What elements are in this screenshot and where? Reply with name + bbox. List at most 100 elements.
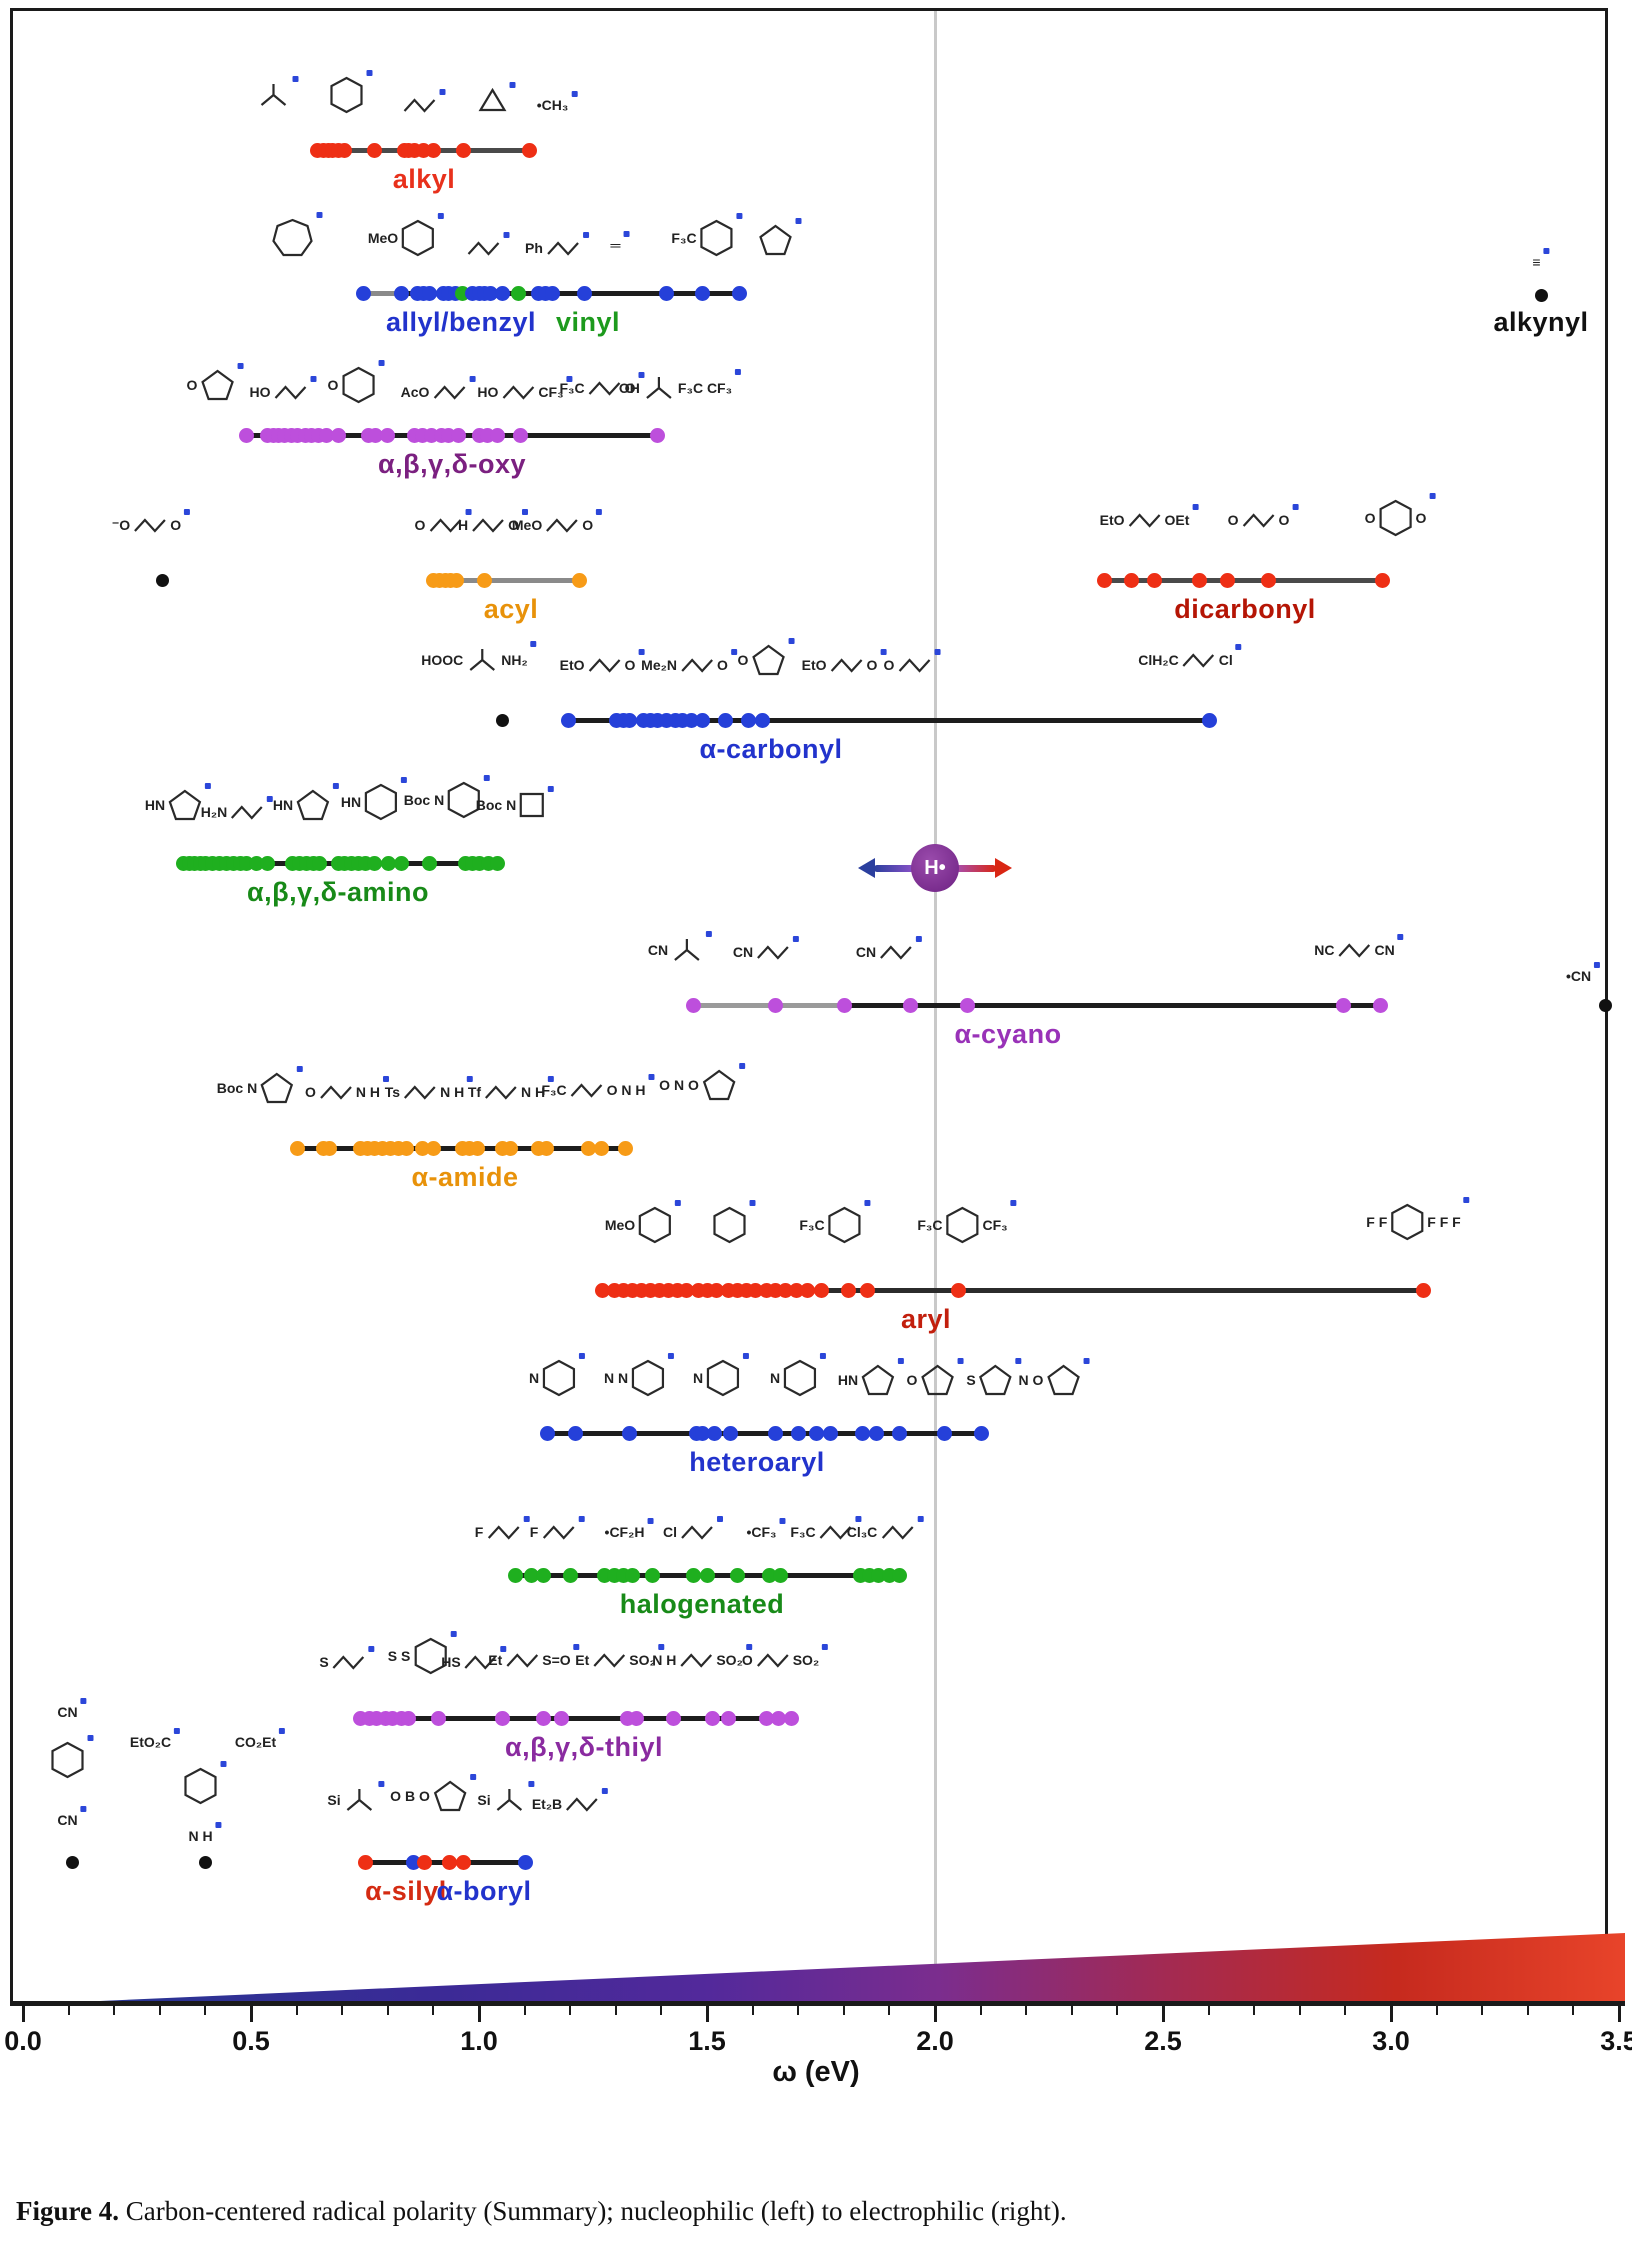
radical-site-icon: [205, 783, 212, 789]
structure-text: N H: [355, 1084, 381, 1100]
oxy-dot: [238, 427, 254, 443]
structure-text: MeO: [511, 517, 543, 533]
radical-site-icon: [80, 1698, 87, 1704]
allyl-benzyl-vinyl-dot: [731, 285, 747, 301]
alpha-amide-dot: [398, 1140, 414, 1156]
alpha-carbonyl-structure: O: [884, 649, 941, 675]
zigzag-glyph-icon: [881, 1525, 914, 1540]
amino-dot: [311, 855, 327, 871]
structure-text: O: [582, 517, 594, 533]
dicyanobenzene-point-dot: [65, 1855, 79, 1869]
frame-left: [10, 8, 13, 2003]
heteroaryl-structure: N O: [1019, 1358, 1090, 1396]
radical-site-icon: [1192, 504, 1199, 510]
structure-text: S: [319, 1654, 329, 1670]
branch-glyph-icon: [346, 1789, 373, 1811]
structure-text: HOOC: [421, 652, 464, 668]
x-minor-tick: [1344, 2006, 1346, 2015]
alpha-amide-dot: [580, 1140, 596, 1156]
structure-text: EtO: [1099, 512, 1125, 528]
acyl-structure: MeO O: [511, 509, 603, 535]
zigzag-glyph-icon: [274, 385, 307, 400]
x-tick-label: 0.5: [232, 2026, 270, 2056]
radical-site-icon: [573, 1644, 580, 1650]
structure-text: O N O: [659, 1077, 699, 1093]
structure-text: F: [529, 1524, 539, 1540]
radical-site-icon: [503, 232, 510, 238]
radical-site-icon: [383, 1076, 390, 1082]
zigzag-glyph-icon: [1128, 513, 1161, 528]
structure-text: S: [966, 1372, 976, 1388]
x-minor-tick: [113, 2006, 115, 2015]
halogenated-dot: [535, 1567, 551, 1583]
zigzag-glyph-icon: [464, 1655, 497, 1670]
allyl-benzyl-vinyl-label: allyl/benzyl: [385, 307, 537, 337]
thiyl-dot: [758, 1710, 774, 1726]
alpha-amide-dot: [289, 1140, 305, 1156]
structure-text: Me₂N: [641, 657, 677, 673]
alpha-carbonyl-dot: [740, 712, 756, 728]
alanine-point-dot: [495, 713, 509, 727]
radical-site-icon: [934, 649, 941, 655]
radical-site-icon: [855, 1516, 862, 1522]
heteroaryl-dot: [722, 1425, 738, 1441]
zigzag-glyph-icon: [429, 518, 462, 533]
oxy-dot: [330, 427, 346, 443]
thiyl-dot: [494, 1710, 510, 1726]
oxy-dot: [512, 427, 528, 443]
heteroaryl-label: heteroaryl: [689, 1447, 825, 1477]
structure-text: EtO: [559, 657, 585, 673]
structure-text: H₂N: [200, 804, 228, 820]
structure-text: N H: [652, 1652, 677, 1668]
x-minor-tick: [1436, 2006, 1438, 2015]
allyl-benzyl-vinyl-structure: ═: [611, 231, 630, 253]
ring5-glyph-icon: [861, 1364, 895, 1396]
heteroaryl-line: [547, 1431, 981, 1436]
halogenated-dot: [685, 1567, 701, 1583]
aryl-dot: [813, 1282, 829, 1298]
heteroaryl-structure: HN: [838, 1358, 905, 1396]
zigzag-glyph-icon: [547, 241, 579, 256]
amino-structure: Boc N: [404, 775, 491, 819]
x-minor-tick: [1253, 2006, 1255, 2015]
ring5-glyph-icon: [433, 1780, 467, 1812]
structure-text: F₃C: [559, 380, 585, 396]
x-minor-tick: [387, 2006, 389, 2015]
radical-site-icon: [469, 1774, 476, 1780]
structure-text: F: [474, 1524, 484, 1540]
radical-site-icon: [87, 1735, 94, 1741]
structure-text: O B O: [390, 1788, 430, 1804]
radical-site-icon: [1397, 934, 1404, 940]
radical-site-icon: [602, 1788, 609, 1794]
hantzsch-ester-point-structure: CO₂Et: [235, 1728, 286, 1750]
alpha-amide-dot: [425, 1140, 441, 1156]
ring6-glyph-icon: [946, 1206, 979, 1244]
radical-site-icon: [738, 1063, 745, 1069]
allyl-benzyl-vinyl-dot: [658, 285, 674, 301]
zigzag-glyph-icon: [506, 1653, 539, 1668]
alpha-carbonyl-line: [568, 718, 1209, 723]
allyl-benzyl-vinyl-dot: [494, 285, 510, 301]
x-tick-label: 3.0: [1372, 2026, 1410, 2056]
x-tick-label: 1.5: [688, 2026, 726, 2056]
x-minor-tick: [843, 2006, 845, 2015]
ring5-glyph-icon: [979, 1364, 1012, 1396]
oxy-dot: [367, 427, 383, 443]
halogenated-dot: [523, 1567, 539, 1583]
radical-site-icon: [957, 1358, 964, 1364]
heteroaryl-dot: [936, 1425, 952, 1441]
x-minor-tick: [296, 2006, 298, 2015]
ring6-glyph-icon: [342, 366, 375, 404]
alpha-carbonyl-dot: [717, 712, 733, 728]
ring6-glyph-icon: [713, 1206, 746, 1244]
heteroaryl-dot: [808, 1425, 824, 1441]
structure-text: HN: [272, 797, 294, 813]
ring6-glyph-icon: [51, 1741, 84, 1779]
